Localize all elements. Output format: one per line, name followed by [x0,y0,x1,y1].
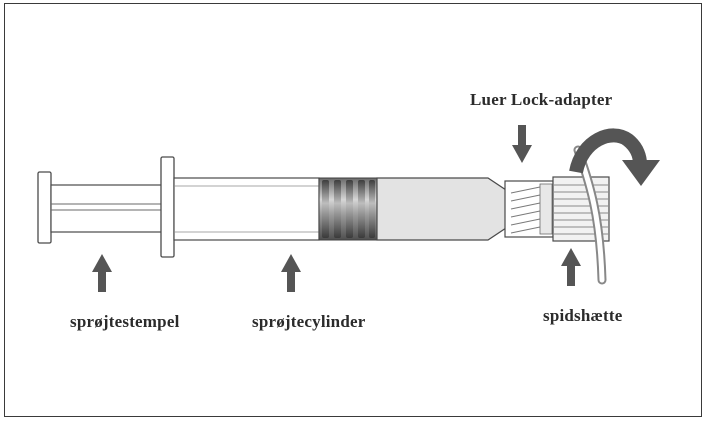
rotate-arrow-icon [569,128,647,174]
label-plunger: sprøjtestempel [70,312,180,331]
arrow-up-icon-plunger [92,254,112,292]
figure-frame [4,3,702,417]
barrel-liquid [376,177,507,241]
arrow-up-icon-cap [561,248,581,286]
syringe-barrel [173,177,320,241]
label-luer-lock-adapter: Luer Lock-adapter [470,90,613,109]
arrow-up-icon-barrel [281,254,301,292]
arrow-down-icon-luer [512,125,532,163]
barrel-finger-flange [160,156,175,258]
label-barrel: sprøjtecylinder [252,312,366,331]
plunger-flange [37,171,52,244]
label-tip-cap: spidshætte [543,306,623,325]
